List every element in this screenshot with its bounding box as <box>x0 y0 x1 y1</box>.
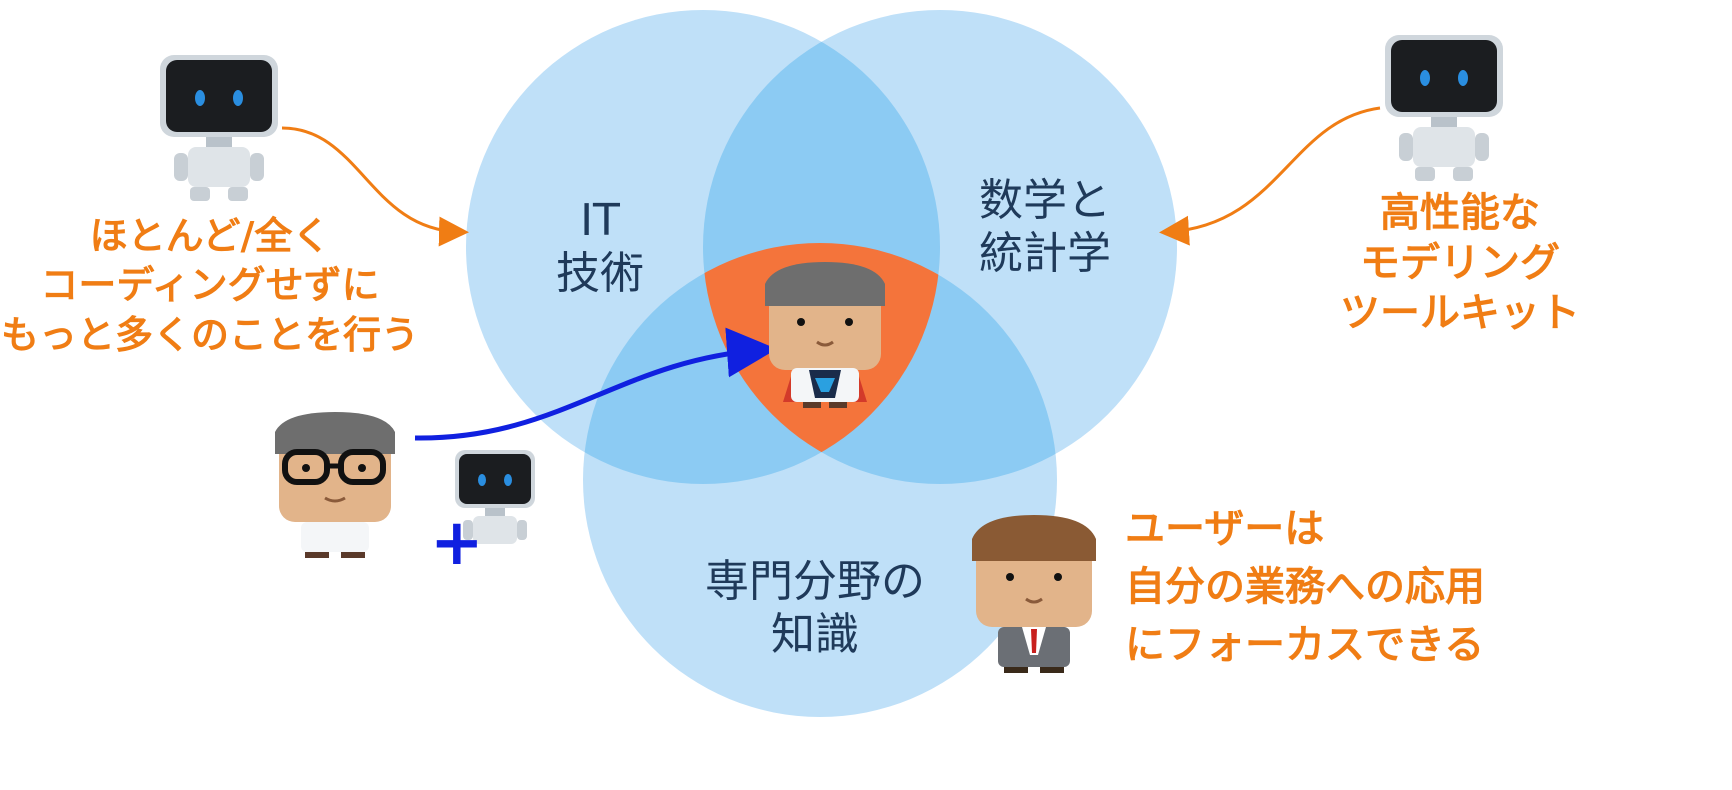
robot-icon-top-left <box>160 55 278 201</box>
right-callout: 高性能な モデリング ツールキット <box>1330 188 1590 338</box>
math-circle-label: 数学と 統計学 <box>955 175 1135 281</box>
right-orange-arrow <box>1159 106 1381 246</box>
bottom-callout-line-1: ユーザーは <box>1125 506 1325 552</box>
left-callout-line-2: コーディングせずに <box>40 263 380 308</box>
domain-label-line-1: 専門分野の <box>705 556 925 607</box>
bottom-callout-line-2: 自分の業務への応用 <box>1125 564 1485 610</box>
blue-arrow <box>414 327 777 441</box>
superhero-scientist-icon <box>765 262 885 408</box>
domain-label-line-2: 知識 <box>771 608 859 660</box>
plus-symbol: + <box>430 506 484 580</box>
right-callout-line-3: ツールキット <box>1340 290 1580 336</box>
it-circle-label: IT 技術 <box>520 195 680 301</box>
businessman-icon <box>972 515 1096 673</box>
domain-circle-label: 専門分野の 知識 <box>690 556 940 662</box>
math-label-line-2: 統計学 <box>979 227 1111 279</box>
it-label-line-1: IT <box>580 195 620 246</box>
right-callout-line-2: モデリング <box>1360 240 1560 286</box>
robot-icon-small <box>455 450 535 544</box>
right-callout-line-1: 高性能な <box>1380 190 1540 236</box>
it-label-line-2: 技術 <box>556 247 644 299</box>
left-orange-arrow <box>281 126 469 247</box>
left-callout-line-3: もっと多くのことを行う <box>0 312 419 357</box>
bottom-callout-line-3: にフォーカスできる <box>1125 622 1485 668</box>
robot-icon-top-right <box>1385 35 1503 181</box>
scientist-with-glasses-icon <box>275 412 395 558</box>
bottom-callout: ユーザーは 自分の業務への応用 にフォーカスできる <box>1125 500 1565 674</box>
left-callout-line-1: ほとんど/全く <box>89 214 331 258</box>
math-label-line-1: 数学と <box>979 175 1111 226</box>
left-callout: ほとんど/全く コーディングせずに もっと多くのことを行う <box>0 212 420 360</box>
